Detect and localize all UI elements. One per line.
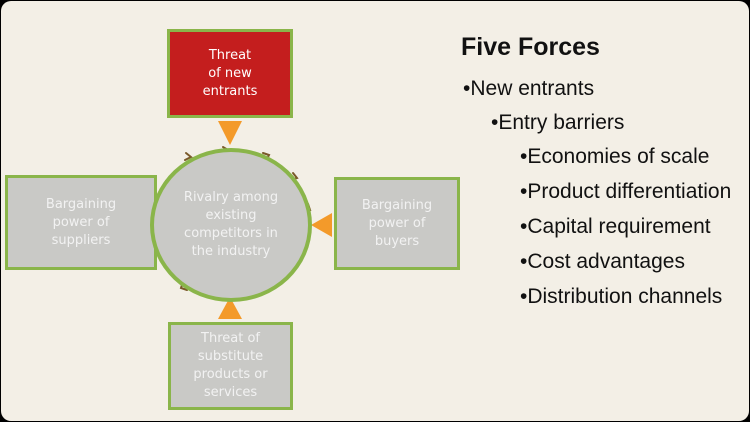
bullet-distribution-channels: •Distribution channels (520, 285, 723, 308)
bullet-capital-requirement: •Capital requirement (520, 215, 711, 238)
five-forces-diagram: Threat of new entrants Bargaining power … (1, 1, 461, 421)
bullet-cost-advantages: •Cost advantages (520, 250, 685, 273)
threat-of-substitutes-box: Threat of substitute products or service… (168, 322, 293, 410)
outline-heading: Five Forces (461, 33, 600, 61)
supplier-power-box: Bargaining power of suppliers (5, 175, 157, 270)
threat-of-new-entrants-box: Threat of new entrants (167, 29, 293, 118)
buyer-power-box: Bargaining power of buyers (334, 177, 460, 270)
arrow-top (218, 121, 242, 145)
bullet-entry-barriers: •Entry barriers (491, 111, 625, 134)
bullet-economies-of-scale: •Economies of scale (520, 145, 710, 168)
rivalry-circle: Rivalry among existing competitors in th… (150, 148, 312, 302)
arrow-right (311, 213, 332, 237)
bullet-product-differentiation: •Product differentiation (520, 180, 732, 203)
arrow-bottom (218, 297, 242, 319)
bullet-new-entrants: •New entrants (463, 77, 595, 100)
